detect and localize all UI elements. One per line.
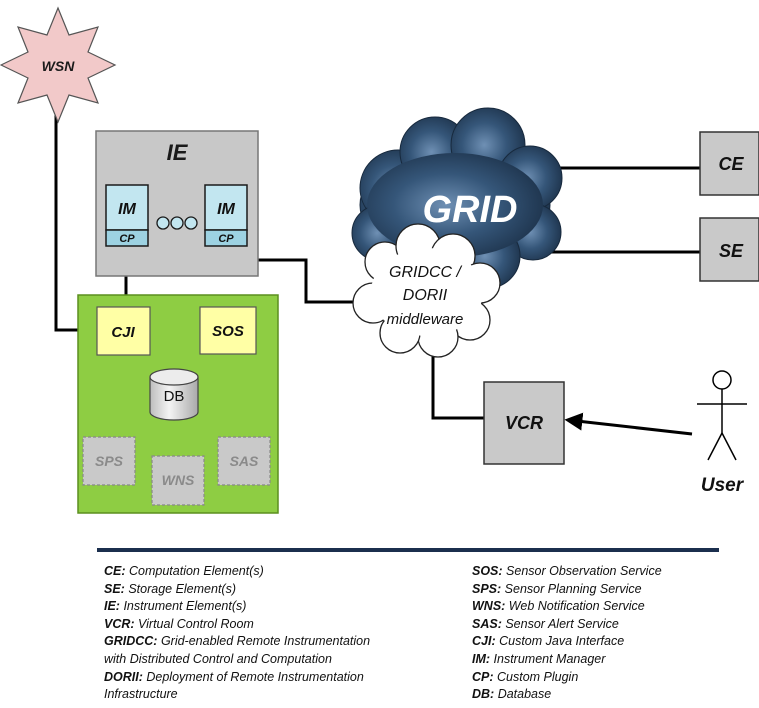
legend-item: IE: Instrument Element(s) (104, 599, 247, 614)
user-to-vcr-arrow (564, 412, 693, 436)
legend-item: DORII: Deployment of Remote Instrumentat… (104, 669, 364, 684)
wns-box: WNS (151, 455, 205, 506)
legend-item: SAS: Sensor Alert Service (472, 616, 619, 631)
vcr-label: VCR (505, 413, 543, 433)
ellipsis-dots (156, 216, 198, 230)
legend-right-column: SOS: Sensor Observation Service SPS: Sen… (472, 563, 662, 704)
middleware-cloud: GRIDCC / DORII middleware (352, 223, 501, 358)
legend-item: SPS: Sensor Planning Service (472, 581, 642, 596)
im-label: IM (118, 201, 136, 218)
sas-box: SAS (217, 436, 271, 486)
im-label: IM (217, 201, 235, 218)
middleware-to-vcr-line (431, 350, 484, 420)
legend-item: VCR: Virtual Control Room (104, 616, 254, 631)
cji-box: CJI (96, 306, 151, 356)
db-cylinder: DB (149, 368, 199, 421)
legend-left-column: CE: Computation Element(s) SE: Storage E… (104, 563, 370, 704)
wsn-label: WSN (42, 58, 76, 74)
ce-label: CE (718, 154, 744, 174)
legend-item: Infrastructure (104, 687, 178, 702)
user-figure (697, 370, 747, 461)
vcr-box: VCR (483, 381, 565, 465)
legend-item: SOS: Sensor Observation Service (472, 564, 662, 578)
legend-item: with Distributed Control and Computation (104, 651, 332, 666)
wns-label: WNS (162, 472, 195, 488)
legend-item: DB: Database (472, 687, 552, 702)
user-head-icon (712, 370, 732, 390)
sos-box: SOS (199, 306, 257, 355)
sps-label: SPS (95, 453, 124, 469)
ie-to-middleware-line (257, 258, 360, 304)
legend-item: CE: Computation Element(s) (104, 564, 264, 578)
im-box-right: IM CP (204, 184, 248, 247)
sensor-services-area: CJI SOS DB SPS WNS SAS (77, 294, 279, 514)
se-label: SE (719, 241, 744, 261)
cji-label: CJI (111, 324, 135, 341)
legend-item: WNS: Web Notification Service (472, 599, 645, 614)
se-box: SE (699, 217, 759, 282)
sps-box: SPS (82, 436, 136, 486)
wsn-star (0, 6, 117, 124)
cp-label: CP (119, 233, 135, 245)
user-label: User (701, 475, 745, 496)
db-label: DB (164, 388, 185, 405)
ce-box: CE (699, 131, 759, 196)
legend-item: IM: Instrument Manager (472, 651, 606, 666)
middleware-label-line1: GRIDCC / (389, 264, 463, 281)
grid-label: GRID (423, 189, 518, 231)
ie-box: IE IM CP IM CP (95, 130, 259, 277)
legend-item: SE: Storage Element(s) (104, 581, 237, 596)
im-box-left: IM CP (105, 184, 149, 247)
wsn-node: WSN (0, 6, 117, 124)
legend-item: CP: Custom Plugin (472, 669, 579, 684)
legend-item: GRIDCC: Grid-enabled Remote Instrumentat… (104, 634, 371, 649)
cp-label: CP (218, 233, 234, 245)
sos-label: SOS (212, 323, 244, 340)
middleware-label-line3: middleware (387, 311, 464, 328)
legend-item: CJI: Custom Java Interface (472, 634, 625, 649)
sas-label: SAS (230, 453, 259, 469)
ie-label: IE (167, 140, 189, 165)
middleware-label-line2: DORII (403, 287, 448, 304)
